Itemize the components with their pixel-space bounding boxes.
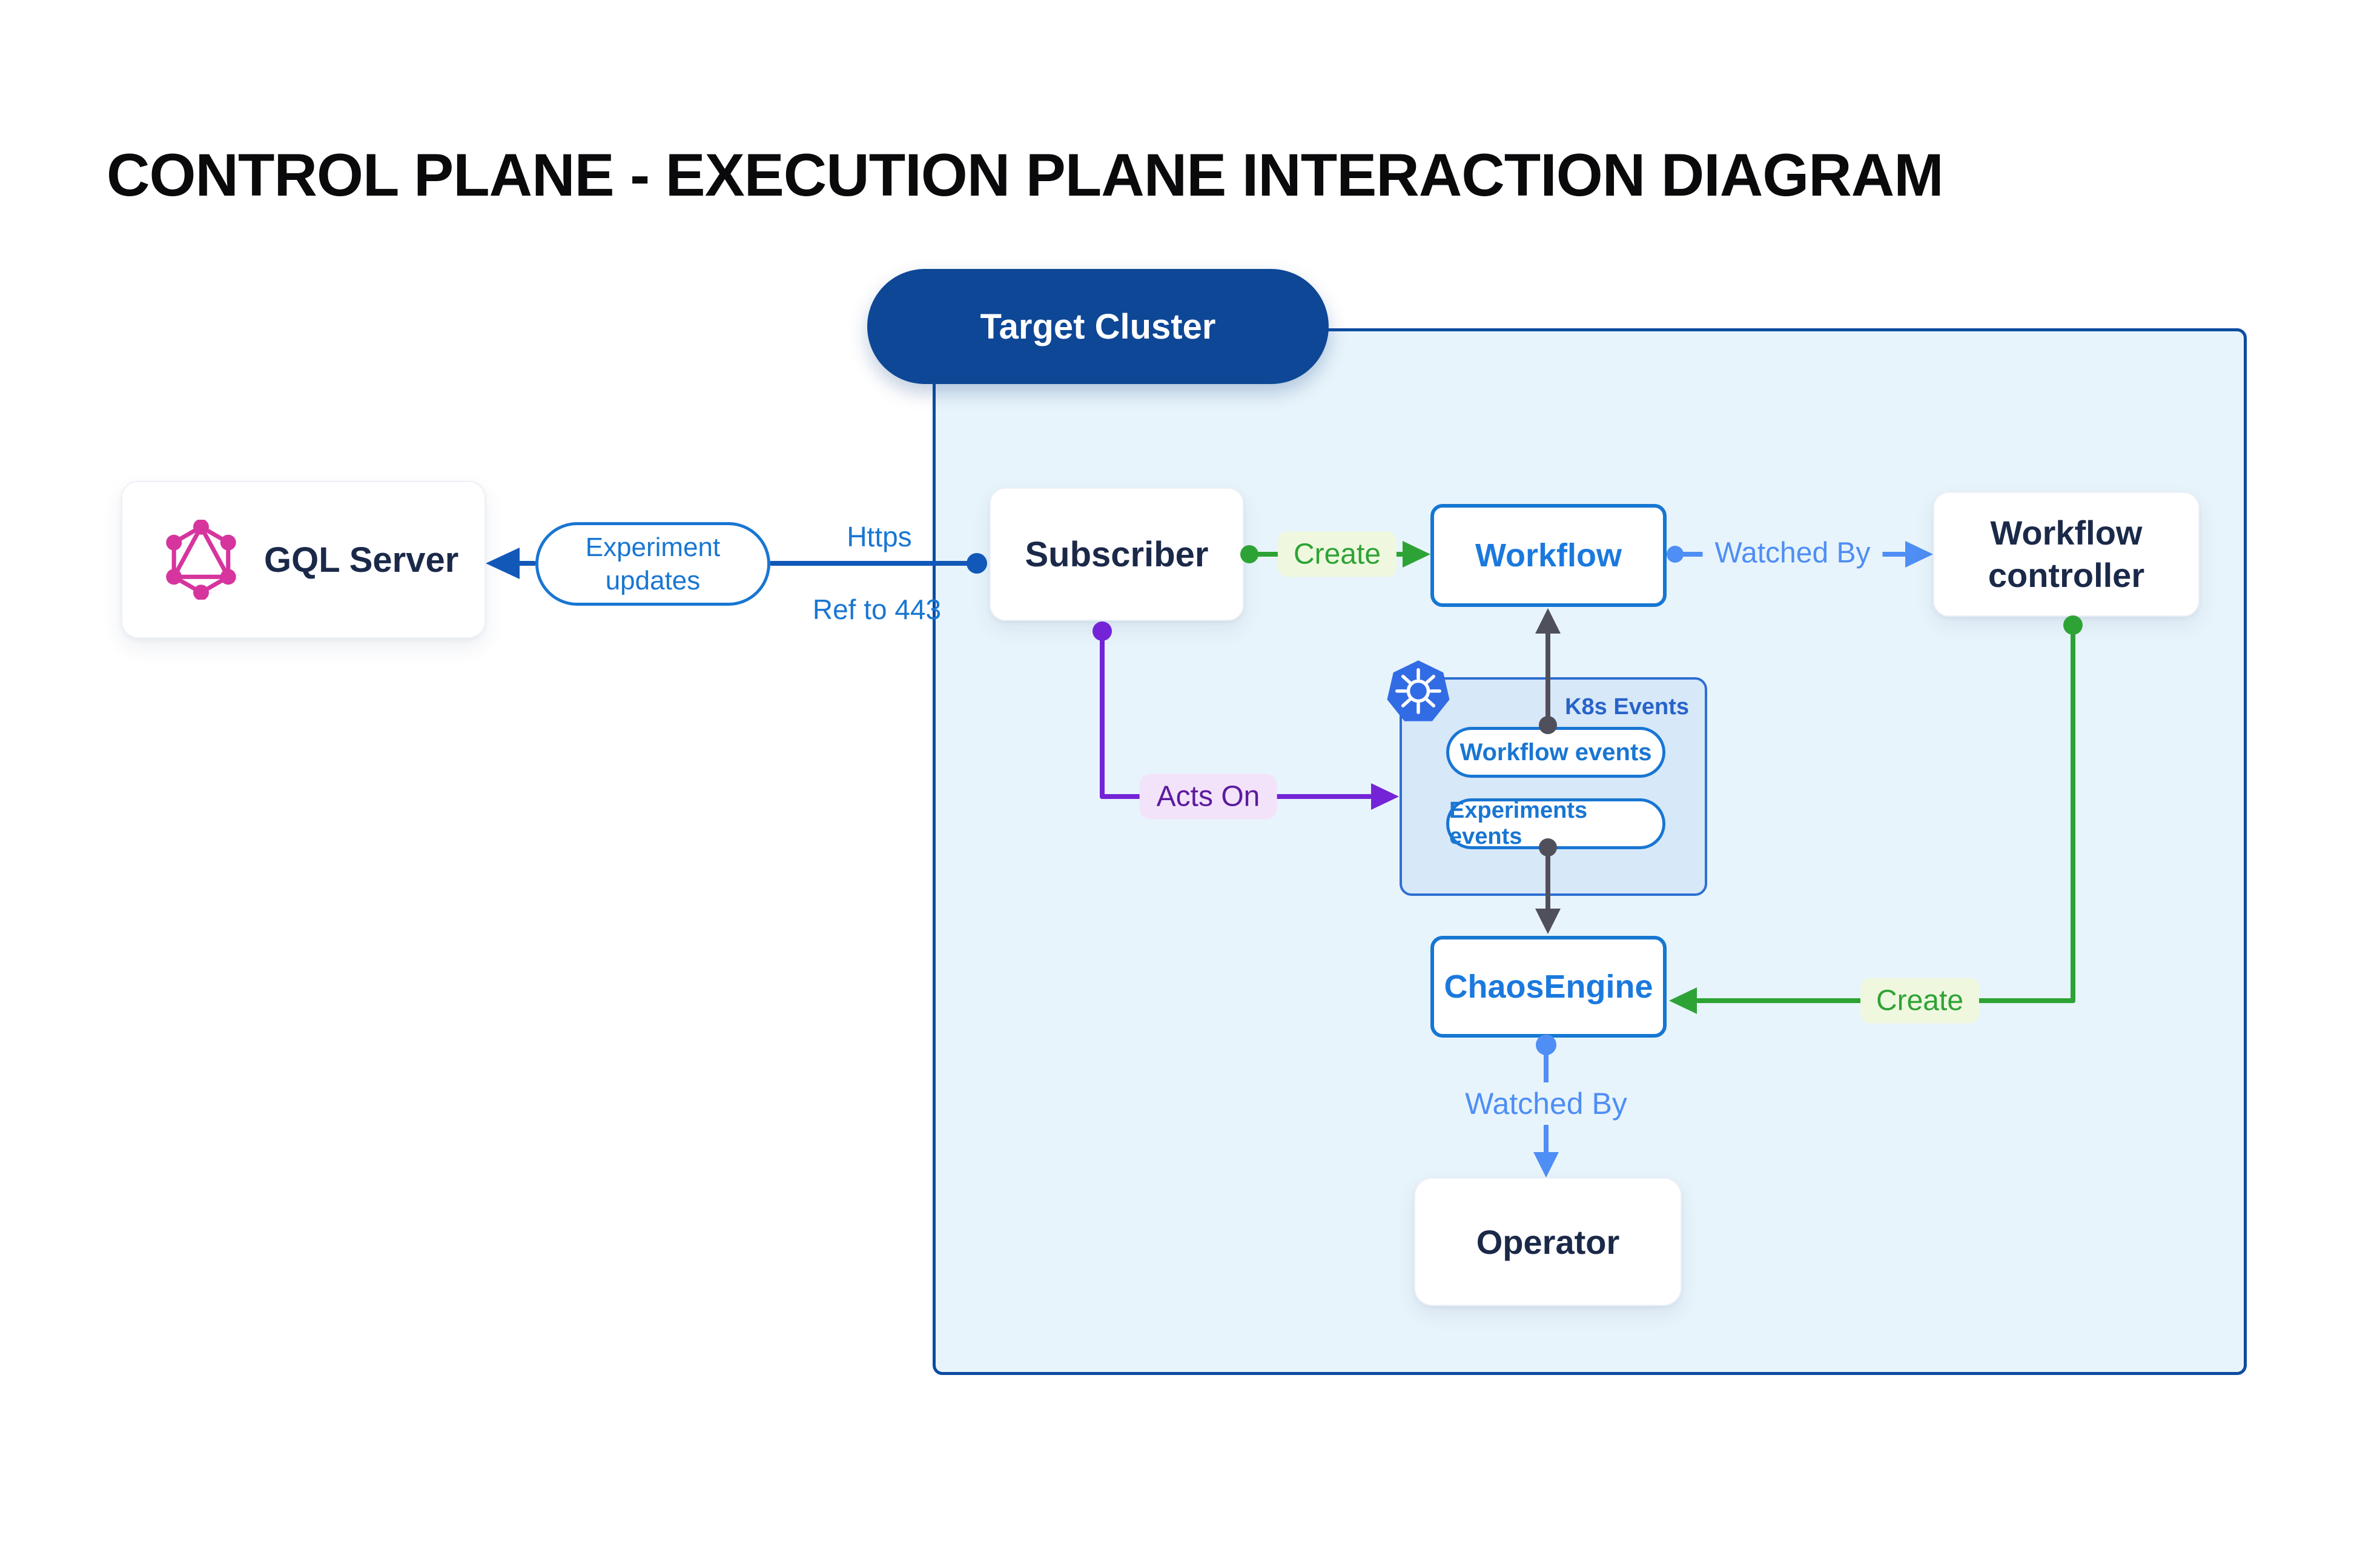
chaos-engine-label: ChaosEngine [1444, 969, 1653, 1005]
arrowhead-to-gql-server [486, 548, 520, 579]
node-chaos-engine: ChaosEngine [1430, 936, 1667, 1038]
edge-dot-controller-bottom [2063, 615, 2083, 635]
kubernetes-icon [1387, 660, 1450, 721]
node-experiments-events: Experiments events [1446, 798, 1665, 849]
arrowhead-to-workflow-bottom [1535, 608, 1561, 634]
edge-label-https: Https [847, 521, 912, 552]
node-k8s-events: K8s Events Workflow events Experiments e… [1387, 660, 1707, 896]
edge-label-watchedby-controller: Watched By [1702, 532, 1883, 574]
edge-dot-subscriber-left [967, 553, 987, 574]
workflow-label: Workflow [1475, 537, 1622, 574]
arrowhead-to-operator [1533, 1152, 1559, 1178]
node-operator: Operator [1414, 1178, 1682, 1306]
edge-dot-workflow-right [1667, 546, 1684, 563]
arrowhead-to-chaosengine [1669, 987, 1697, 1014]
arrowhead-to-k8s-events [1371, 783, 1399, 810]
target-cluster-pill: Target Cluster [867, 269, 1329, 384]
workflow-events-label: Workflow events [1459, 738, 1652, 766]
edge-gql-line-right [769, 561, 970, 566]
operator-label: Operator [1476, 1222, 1620, 1261]
node-workflow-controller: Workflow controller [1933, 492, 2200, 617]
node-workflow-events: Workflow events [1446, 727, 1665, 778]
edge-dot-experiments-events-bottom [1539, 838, 1557, 856]
edge-dot-workflow-events-top [1539, 716, 1557, 734]
subscriber-label: Subscriber [1025, 534, 1209, 574]
edge-label-create-workflow: Create [1277, 531, 1397, 577]
edge-dot-subscriber-bottom [1092, 621, 1112, 641]
edge-label-create-chaosengine: Create [1860, 978, 1980, 1024]
edge-dot-subscriber-right [1240, 545, 1258, 563]
edge-node-experiment-updates: Experiment updates [535, 522, 770, 606]
page-title: CONTROL PLANE - EXECUTION PLANE INTERACT… [107, 141, 1944, 208]
arrowhead-to-workflow-controller [1905, 541, 1933, 568]
node-gql-server: GQL Server [121, 481, 486, 638]
gql-server-label: GQL Server [264, 540, 459, 580]
experiments-events-label: Experiments events [1449, 798, 1588, 849]
edge-label-watchedby-operator: Watched By [1453, 1082, 1639, 1125]
node-workflow: Workflow [1430, 504, 1667, 607]
graphql-icon [166, 520, 236, 600]
edge-actson-vline [1100, 631, 1105, 799]
arrowhead-to-chaosengine-top [1535, 909, 1561, 934]
edge-label-acts-on: Acts On [1139, 774, 1277, 820]
target-cluster-label: Target Cluster [980, 306, 1216, 346]
edge-gql-line-left [517, 561, 537, 566]
node-subscriber: Subscriber [990, 488, 1244, 621]
edge-dot-chaosengine-bottom [1536, 1035, 1556, 1055]
edge-label-ref-443: Ref to 443 [812, 594, 942, 625]
arrowhead-to-workflow [1403, 541, 1430, 568]
edge-k8s-workflow-line [1545, 631, 1550, 728]
workflow-controller-label: Workflow controller [1988, 514, 2145, 594]
edge-create-chaos-vline [2071, 625, 2075, 1003]
edge-k8s-chaos-line [1545, 847, 1550, 912]
k8s-events-label: K8s Events [1565, 694, 1689, 720]
experiment-updates-label: Experiment updates [585, 532, 721, 595]
